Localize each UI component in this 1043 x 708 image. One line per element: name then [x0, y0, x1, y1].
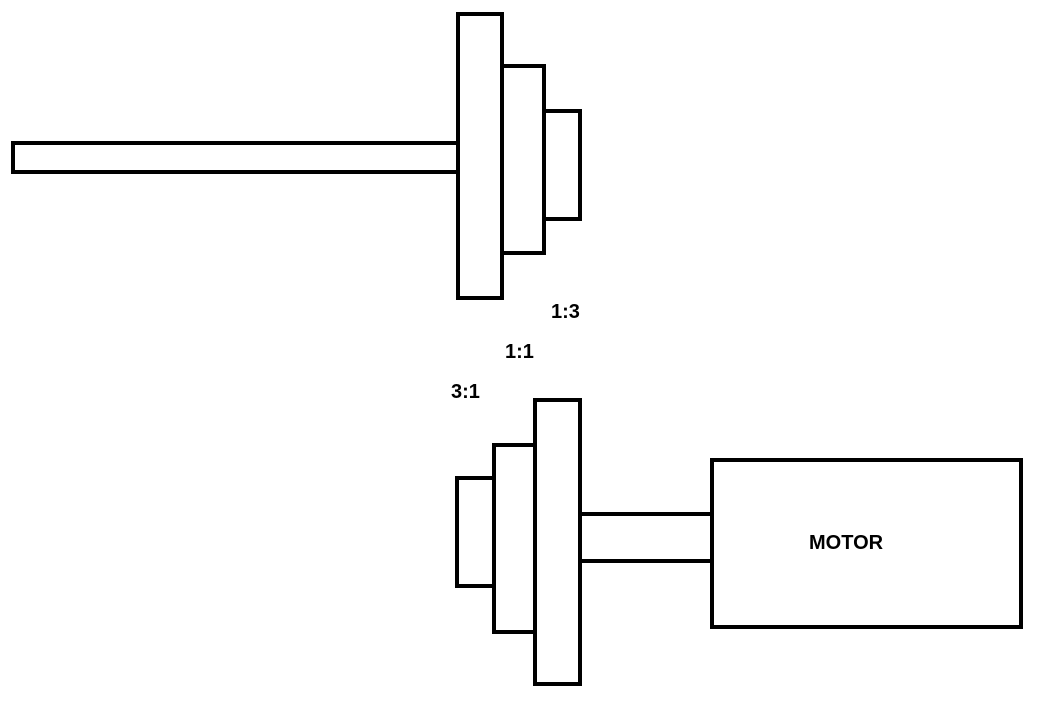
driven-pulley-step-small [542, 109, 582, 221]
driven-assembly [11, 12, 582, 300]
ratio-label-3-1: 3:1 [451, 381, 480, 403]
driven-pulley-step-large [456, 12, 504, 300]
drive-pulley-step-medium [492, 443, 537, 634]
motor-shaft [578, 512, 714, 563]
drive-pulley-step-small [455, 476, 496, 588]
ratio-label-1-3: 1:3 [551, 301, 580, 323]
drive-assembly: MOTOR [455, 398, 1023, 686]
ratio-label-1-1: 1:1 [505, 341, 534, 363]
driven-pulley-step-medium [500, 64, 546, 255]
motor-box [710, 458, 1023, 629]
drive-pulley-step-large [533, 398, 582, 686]
motor-label: MOTOR [809, 532, 884, 554]
driven-shaft [11, 141, 462, 174]
